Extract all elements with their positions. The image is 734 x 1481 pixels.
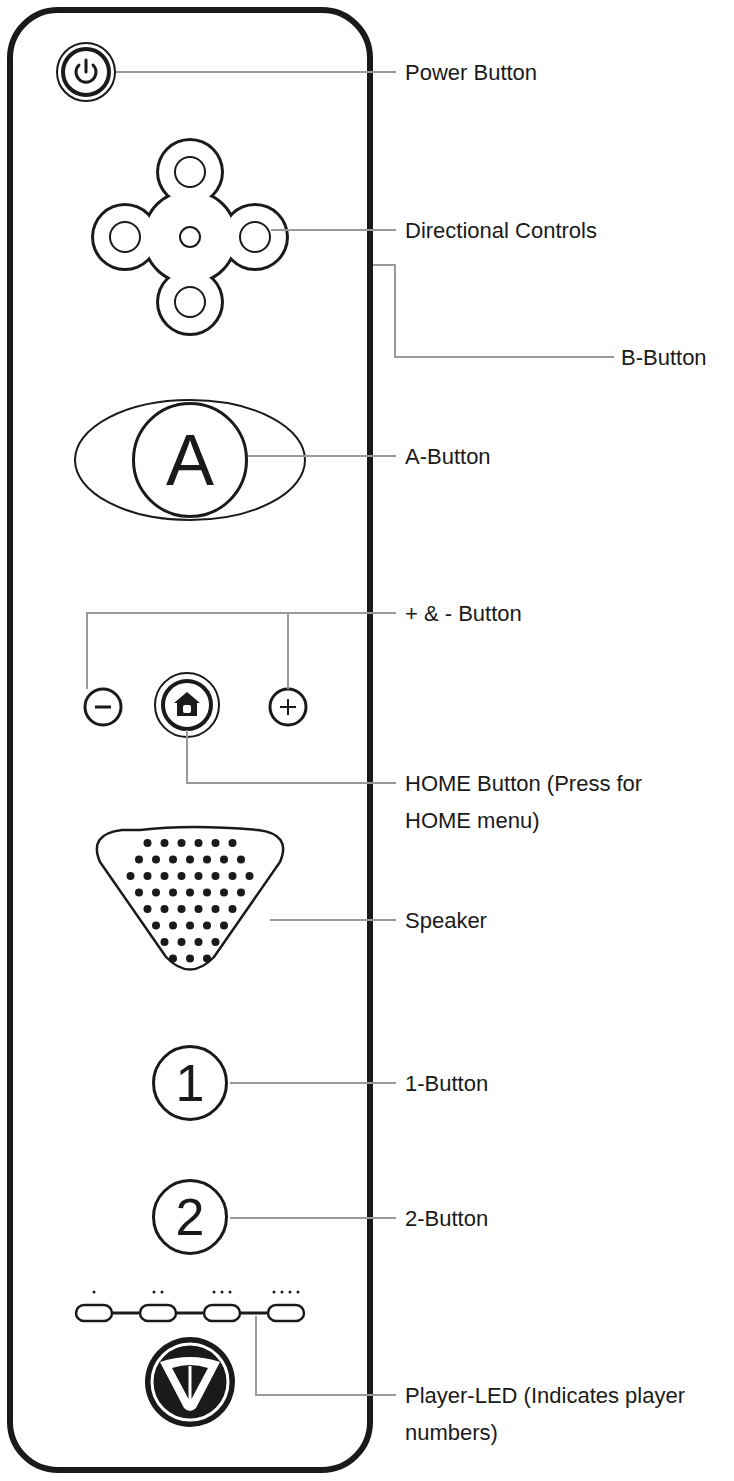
power-button (57, 43, 115, 101)
leader-lines (87, 72, 614, 1395)
button-glyph: 2 (176, 1191, 205, 1243)
a-button-rim (75, 400, 305, 520)
speaker-holes (127, 839, 254, 963)
one-button: 1 (152, 1045, 228, 1121)
part-label: A-Button (405, 438, 491, 475)
part-label: 1-Button (405, 1065, 488, 1102)
button-glyph: 1 (176, 1057, 205, 1109)
part-label: Player-LED (Indicates player numbers) (405, 1377, 727, 1451)
plus-button (270, 689, 306, 725)
button-glyph: A (166, 424, 214, 496)
two-button: 2 (152, 1179, 228, 1255)
home-button (155, 673, 219, 737)
speaker-grille (97, 827, 283, 970)
directional-pad (91, 138, 289, 336)
part-label: Power Button (405, 54, 537, 91)
sync-logo (145, 1337, 235, 1427)
part-label: Speaker (405, 902, 487, 939)
player-leds (75, 1291, 305, 1322)
part-label: HOME Button (Press for HOME menu) (405, 765, 705, 839)
part-label: Directional Controls (405, 212, 597, 249)
part-label: 2-Button (405, 1200, 488, 1237)
part-label: B-Button (621, 339, 707, 376)
part-label: + & - Button (405, 595, 522, 632)
minus-button (85, 689, 121, 725)
a-button: A (132, 402, 248, 518)
